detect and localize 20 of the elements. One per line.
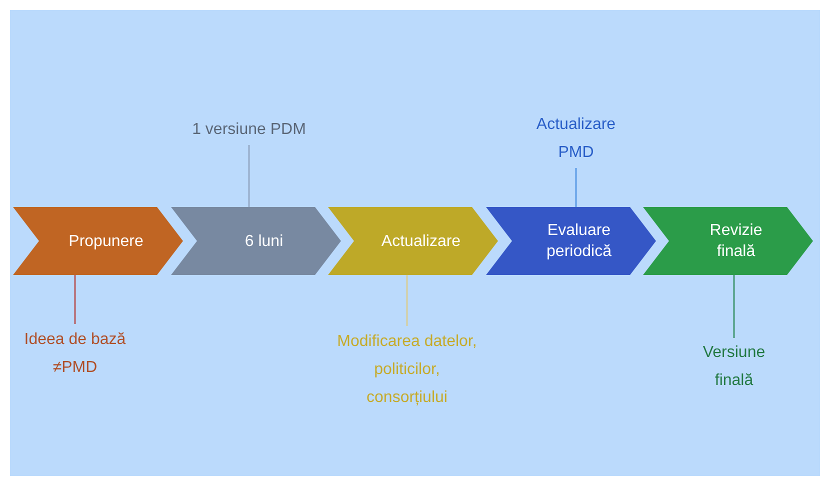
callout-text: Actualizare PMD	[535, 115, 617, 163]
step-label: Evaluare periodică	[546, 221, 612, 262]
chevron-step	[171, 207, 341, 275]
step-label: Revizie finală	[708, 221, 764, 262]
step-label: Actualizare	[381, 232, 461, 252]
chevron-step	[13, 207, 183, 275]
callout-text: Ideea de bază ≠PMD	[23, 330, 127, 378]
step-label: Propunere	[68, 232, 144, 252]
leader-line	[248, 145, 250, 207]
callout-text: Modificarea datelor, politicilor, consorțiului	[336, 332, 478, 408]
callout-text: Versiune finală	[702, 343, 766, 391]
leader-line	[74, 275, 76, 324]
chevron-step	[643, 207, 813, 275]
chevron-step	[486, 207, 656, 275]
chevron-step	[328, 207, 498, 275]
leader-line	[575, 168, 577, 207]
step-label: 6 luni	[244, 232, 284, 252]
callout-text: 1 versiune PDM	[192, 120, 306, 140]
leader-line	[733, 275, 735, 338]
leader-line	[406, 275, 408, 326]
